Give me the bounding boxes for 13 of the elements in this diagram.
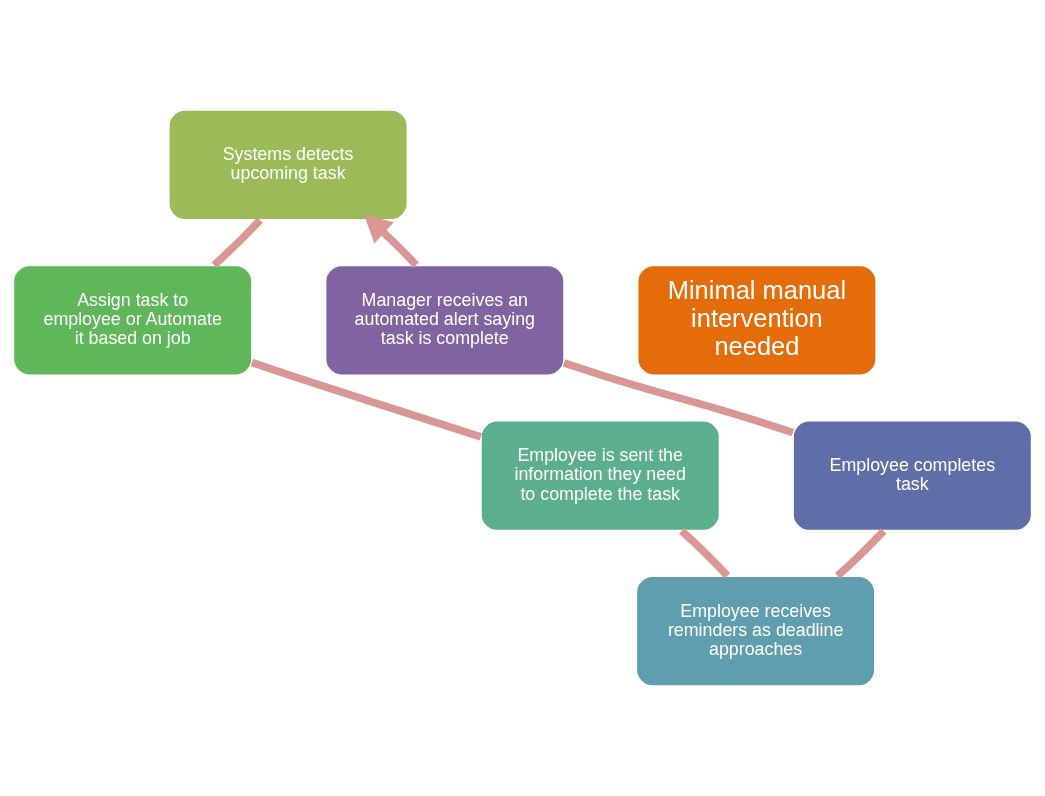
node-box: Systems detects upcoming task (168, 109, 408, 221)
connector (250, 358, 482, 441)
node-box: Assign task to employee or Automate it based on job (12, 264, 253, 376)
arrow (363, 214, 419, 268)
node-box: Employee receives reminders as deadline approaches (635, 575, 876, 687)
connector (562, 359, 795, 437)
node-box: Minimal manual intervention needed (637, 264, 877, 376)
connector (679, 528, 731, 579)
node-box: Employee completes task (792, 420, 1033, 532)
node-box: Manager receives an automated alert saying task is complete (325, 264, 565, 376)
connector (834, 528, 887, 579)
connector (211, 217, 263, 268)
node-box: Employee is sent the information they need to complete the task (480, 420, 720, 532)
